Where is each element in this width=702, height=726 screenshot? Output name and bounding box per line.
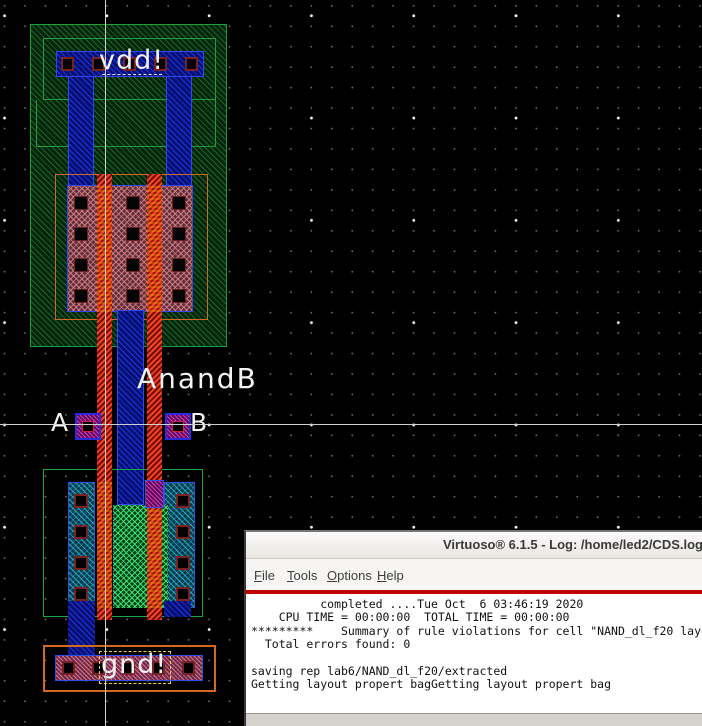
log-window-titlebar[interactable]: Virtuoso® 6.1.5 - Log: /home/led2/CDS.lo… [246, 532, 702, 559]
crosshair-horizontal-line [0, 424, 702, 425]
nmos-contact[interactable] [176, 587, 190, 601]
nmos-contact[interactable] [74, 556, 88, 570]
poly-over-pdiff-a [97, 185, 112, 312]
log-window-title: Virtuoso® 6.1.5 - Log: /home/led2/CDS.lo… [443, 537, 702, 552]
vdd-contact[interactable] [92, 57, 105, 71]
log-window-bottom-strip [246, 713, 702, 726]
gnd-label[interactable]: gnd! [101, 649, 168, 680]
pmos-contact[interactable] [172, 289, 186, 303]
menu-help-hotkey: H [377, 568, 387, 583]
pmos-contact[interactable] [172, 227, 186, 241]
gnd-contact[interactable] [122, 661, 135, 675]
vdd-contact[interactable] [185, 57, 198, 71]
nmos-contact[interactable] [176, 525, 190, 539]
menu-options-hotkey: O [327, 568, 338, 583]
poly-over-ndiff-a [97, 482, 112, 608]
nmos-metal-stub-right[interactable] [164, 601, 191, 617]
menu-file-label: ile [261, 568, 275, 583]
menu-help[interactable]: Help [377, 568, 404, 583]
pmos-contact[interactable] [74, 227, 88, 241]
menu-options-label: ptions [337, 568, 372, 583]
output-metal-column[interactable] [117, 310, 144, 505]
pmos-contact[interactable] [126, 196, 140, 210]
input-b-contact-cut [172, 421, 184, 432]
menubar-accent-line [246, 590, 702, 594]
pmos-contact[interactable] [74, 289, 88, 303]
log-window[interactable]: Virtuoso® 6.1.5 - Log: /home/led2/CDS.lo… [244, 530, 702, 726]
menu-options[interactable]: Options [327, 568, 372, 583]
gnd-select-region[interactable] [43, 645, 216, 692]
poly-gate-b[interactable] [147, 174, 162, 620]
pmos-contact[interactable] [172, 258, 186, 272]
gnd-label-selection-box [99, 651, 171, 684]
nwell-inner-line [36, 146, 216, 147]
vdd-contact[interactable] [123, 57, 136, 71]
poly-over-pdiff-b [147, 185, 162, 312]
nmos-contact[interactable] [74, 494, 88, 508]
poly-gate-a[interactable] [97, 174, 112, 620]
log-text: completed ....Tue Oct 6 03:46:19 2020 CP… [251, 597, 702, 692]
gnd-contact[interactable] [62, 661, 75, 675]
vdd-label-selection-underline [102, 74, 162, 75]
menu-file-hotkey: F [254, 568, 262, 583]
vdd-contact[interactable] [154, 57, 167, 71]
poly-over-ndiff-b [147, 482, 162, 608]
input-a-contact-cut [82, 421, 94, 432]
gnd-contact[interactable] [182, 661, 195, 675]
pmos-contact[interactable] [74, 258, 88, 272]
pmos-contact[interactable] [172, 196, 186, 210]
nmos-contact[interactable] [176, 494, 190, 508]
menu-file[interactable]: File [254, 568, 275, 583]
nmos-contact[interactable] [176, 556, 190, 570]
vdd-contact[interactable] [61, 57, 74, 71]
menu-tools-hotkey: T [287, 568, 294, 583]
log-output-area[interactable]: completed ....Tue Oct 6 03:46:19 2020 CP… [246, 594, 702, 713]
pmos-contact[interactable] [126, 258, 140, 272]
gnd-contact[interactable] [92, 661, 105, 675]
nmos-poly-contact-patch[interactable] [145, 480, 164, 508]
crosshair-vertical-line [105, 0, 106, 726]
menu-help-label: elp [386, 568, 404, 583]
gnd-contact[interactable] [152, 661, 165, 675]
output-label[interactable]: AnandB [137, 362, 258, 395]
menu-tools[interactable]: Tools [287, 568, 317, 583]
vdd-metal-column-left[interactable] [68, 76, 94, 195]
log-window-menubar: File Tools Options Help [246, 559, 702, 590]
pmos-contact[interactable] [126, 227, 140, 241]
nwell-inner-line-right [215, 100, 216, 147]
nwell-inner-line-left [36, 100, 37, 147]
nmos-well-border[interactable] [43, 469, 203, 617]
pmos-contact[interactable] [126, 289, 140, 303]
input-b-label[interactable]: B [190, 408, 209, 437]
input-a-label[interactable]: A [51, 408, 70, 437]
nmos-contact[interactable] [74, 587, 88, 601]
pmos-contact[interactable] [74, 196, 88, 210]
nmos-contact[interactable] [74, 525, 88, 539]
menu-tools-label: ools [293, 568, 318, 583]
vdd-label[interactable]: vdd! [99, 45, 165, 76]
ntap-ring-border[interactable] [43, 38, 216, 100]
